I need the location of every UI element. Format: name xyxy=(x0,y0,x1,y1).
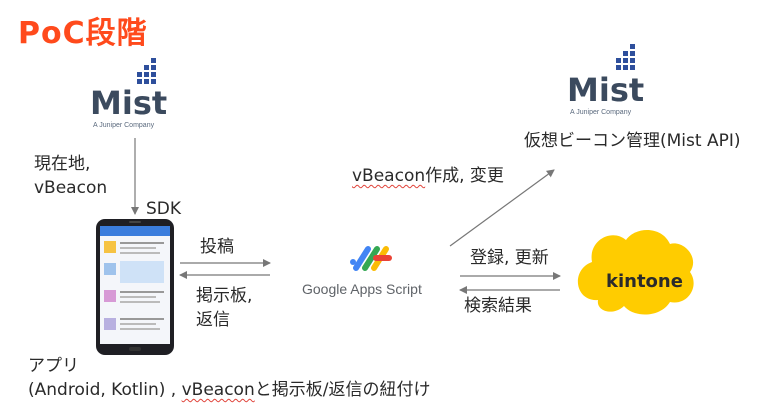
smartphone-icon xyxy=(96,219,174,355)
label-vbeacon-create: vBeacon作成, 変更 xyxy=(352,165,504,187)
google-apps-script-label: Google Apps Script xyxy=(302,281,422,297)
label-reply: 返信 xyxy=(196,310,230,330)
google-apps-script-icon xyxy=(350,246,392,271)
kintone-logo: kintone xyxy=(577,229,694,315)
label-current-location: 現在地, xyxy=(34,154,91,174)
label-vbeacon-create-suffix: 作成, 変更 xyxy=(425,166,504,186)
label-app-detail: (Android, Kotlin) , vBeaconと掲示板/返信の紐付け xyxy=(28,379,430,401)
mist-dots-icon xyxy=(137,58,156,84)
label-mist-api: 仮想ビーコン管理(Mist API) xyxy=(524,131,741,151)
label-sdk: SDK xyxy=(146,199,182,219)
mist-logo-left: Mist A Juniper Company xyxy=(90,58,167,129)
label-app-detail-vbeacon: vBeacon xyxy=(181,380,255,400)
label-board: 掲示板, xyxy=(196,286,253,306)
mist-logo-tagline: A Juniper Company xyxy=(570,109,632,116)
mist-dots-icon xyxy=(616,44,635,70)
label-vbeacon-create-prefix: vBeacon xyxy=(352,166,426,186)
mist-logo-word: Mist xyxy=(90,84,167,122)
arrow-vbeacon-create xyxy=(449,169,555,247)
mist-logo-tagline: A Juniper Company xyxy=(93,122,155,129)
label-register-update: 登録, 更新 xyxy=(470,248,549,268)
label-search-results: 検索結果 xyxy=(464,296,532,316)
label-app: アプリ xyxy=(28,356,79,376)
label-vbeacon: vBeacon xyxy=(34,178,108,198)
mist-logo-right: Mist A Juniper Company xyxy=(567,44,644,116)
label-post: 投稿 xyxy=(200,237,234,257)
kintone-logo-text: kintone xyxy=(606,271,683,292)
label-app-detail-suffix: と掲示板/返信の紐付け xyxy=(254,380,431,400)
page-title: PoC段階 xyxy=(18,16,148,51)
label-app-detail-prefix: (Android, Kotlin) , xyxy=(28,380,182,400)
mist-logo-word: Mist xyxy=(567,71,644,109)
